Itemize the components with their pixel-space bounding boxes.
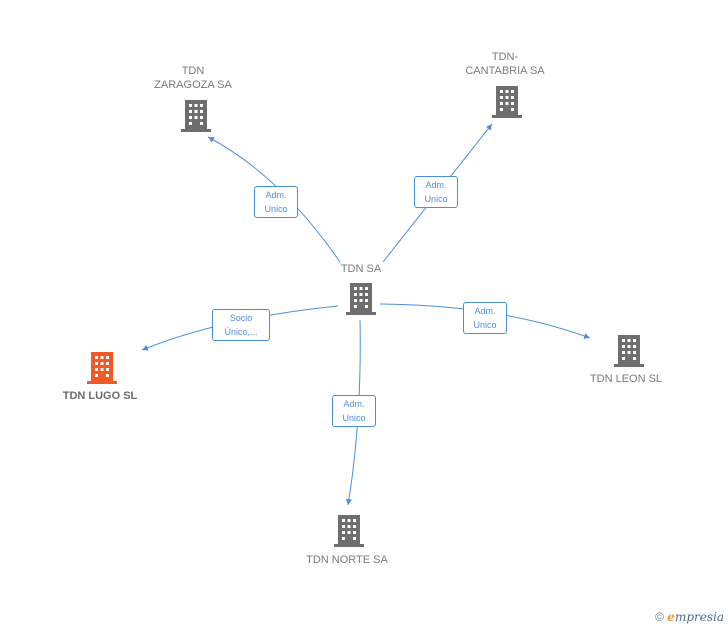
brand-logo[interactable]: empresia <box>667 610 724 624</box>
node-label-lugo[interactable]: TDN LUGO SL <box>62 390 138 402</box>
edge-label-norte: Adm. Unico <box>332 395 376 427</box>
node-label-cantabria[interactable]: TDN- CANTABRIA SA <box>465 51 545 77</box>
edge-label-zaragoza: Adm. Unico <box>254 186 298 218</box>
footer-copyright: © empresia <box>655 610 724 624</box>
building-icon-zaragoza <box>181 100 211 132</box>
edge-label-cantabria: Adm. Unico <box>414 176 458 208</box>
building-icon-leon <box>614 335 644 367</box>
building-icon-center <box>346 283 376 315</box>
building-icon-norte <box>334 515 364 547</box>
node-label-norte[interactable]: TDN NORTE SA <box>306 554 388 566</box>
building-icon-cantabria <box>492 86 522 118</box>
node-label-center[interactable]: TDN SA <box>340 263 382 275</box>
copyright-icon: © <box>655 610 664 624</box>
node-label-zaragoza[interactable]: TDN ZARAGOZA SA <box>154 65 232 91</box>
edge-label-lugo: Socio Único,... <box>212 309 270 341</box>
node-label-leon[interactable]: TDN LEON SL <box>589 373 663 385</box>
building-icon-lugo <box>87 352 117 384</box>
edge-label-leon: Adm. Unico <box>463 302 507 334</box>
